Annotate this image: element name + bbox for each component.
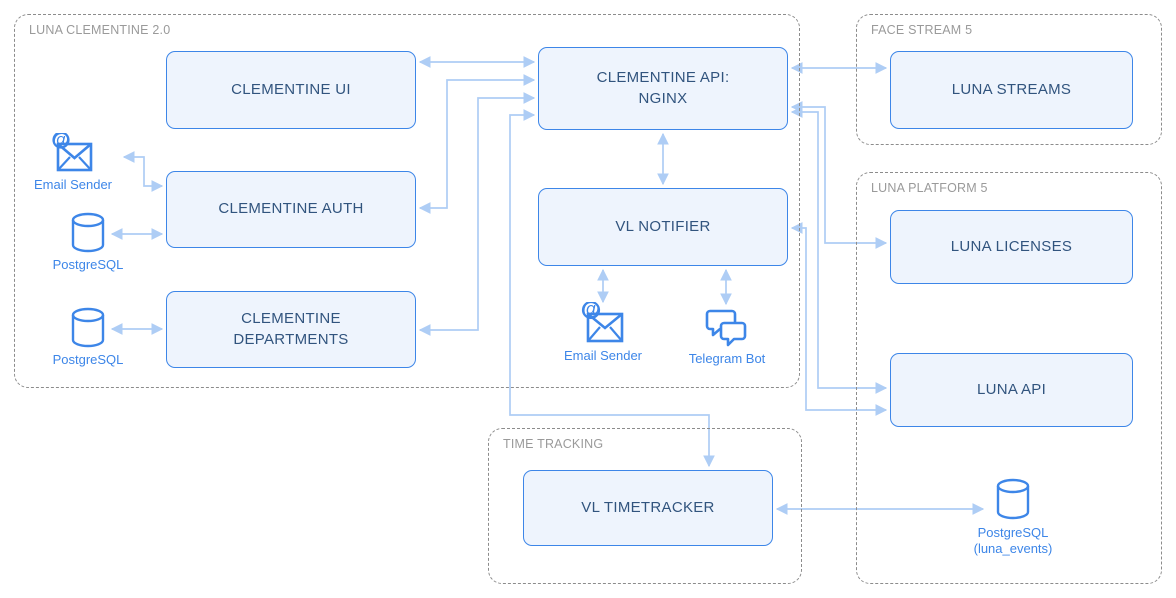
group-label-luna-clementine: LUNA CLEMENTINE 2.0 <box>29 23 171 37</box>
asset-label-postgres-auth: PostgreSQL <box>52 257 124 272</box>
node-vl-timetracker[interactable]: VL TIMETRACKER <box>523 470 773 546</box>
asset-email-sender-auth[interactable]: @ Email Sender <box>22 130 124 193</box>
asset-label-email-sender-auth: Email Sender <box>33 177 113 192</box>
node-luna-streams[interactable]: LUNA STREAMS <box>890 51 1133 129</box>
asset-postgres-auth[interactable]: PostgreSQL <box>42 211 134 273</box>
email-icon: @ <box>49 130 97 175</box>
group-time-tracking: TIME TRACKING <box>488 428 802 584</box>
group-label-luna-platform: LUNA PLATFORM 5 <box>871 181 988 195</box>
telegram-icon <box>703 305 751 349</box>
asset-label-telegram-bot: Telegram Bot <box>688 351 766 366</box>
database-icon <box>66 211 110 255</box>
asset-label-postgres-luna-events: PostgreSQL (luna_events) <box>973 525 1053 556</box>
node-clementine-ui[interactable]: CLEMENTINE UI <box>166 51 416 129</box>
node-vl-notifier[interactable]: VL NOTIFIER <box>538 188 788 266</box>
node-clementine-auth[interactable]: CLEMENTINE AUTH <box>166 171 416 248</box>
group-luna-clementine: LUNA CLEMENTINE 2.0 <box>14 14 800 388</box>
asset-postgres-luna-events[interactable]: PostgreSQL (luna_events) <box>958 477 1068 556</box>
node-luna-licenses[interactable]: LUNA LICENSES <box>890 210 1133 284</box>
asset-label-email-sender-notifier: Email Sender <box>563 348 643 363</box>
group-luna-platform: LUNA PLATFORM 5 <box>856 172 1162 584</box>
database-icon <box>990 477 1036 523</box>
email-icon: @ <box>578 299 628 346</box>
node-clementine-api[interactable]: CLEMENTINE API: NGINX <box>538 47 788 130</box>
asset-email-sender-notifier[interactable]: @ Email Sender <box>552 299 654 364</box>
group-label-face-stream: FACE STREAM 5 <box>871 23 973 37</box>
node-luna-api[interactable]: LUNA API <box>890 353 1133 427</box>
group-label-time-tracking: TIME TRACKING <box>503 437 604 451</box>
asset-telegram-bot[interactable]: Telegram Bot <box>681 305 773 367</box>
asset-label-postgres-departments: PostgreSQL <box>52 352 124 367</box>
asset-postgres-departments[interactable]: PostgreSQL <box>42 306 134 368</box>
group-face-stream: FACE STREAM 5 <box>856 14 1162 145</box>
node-clementine-departments[interactable]: CLEMENTINE DEPARTMENTS <box>166 291 416 368</box>
database-icon <box>66 306 110 350</box>
